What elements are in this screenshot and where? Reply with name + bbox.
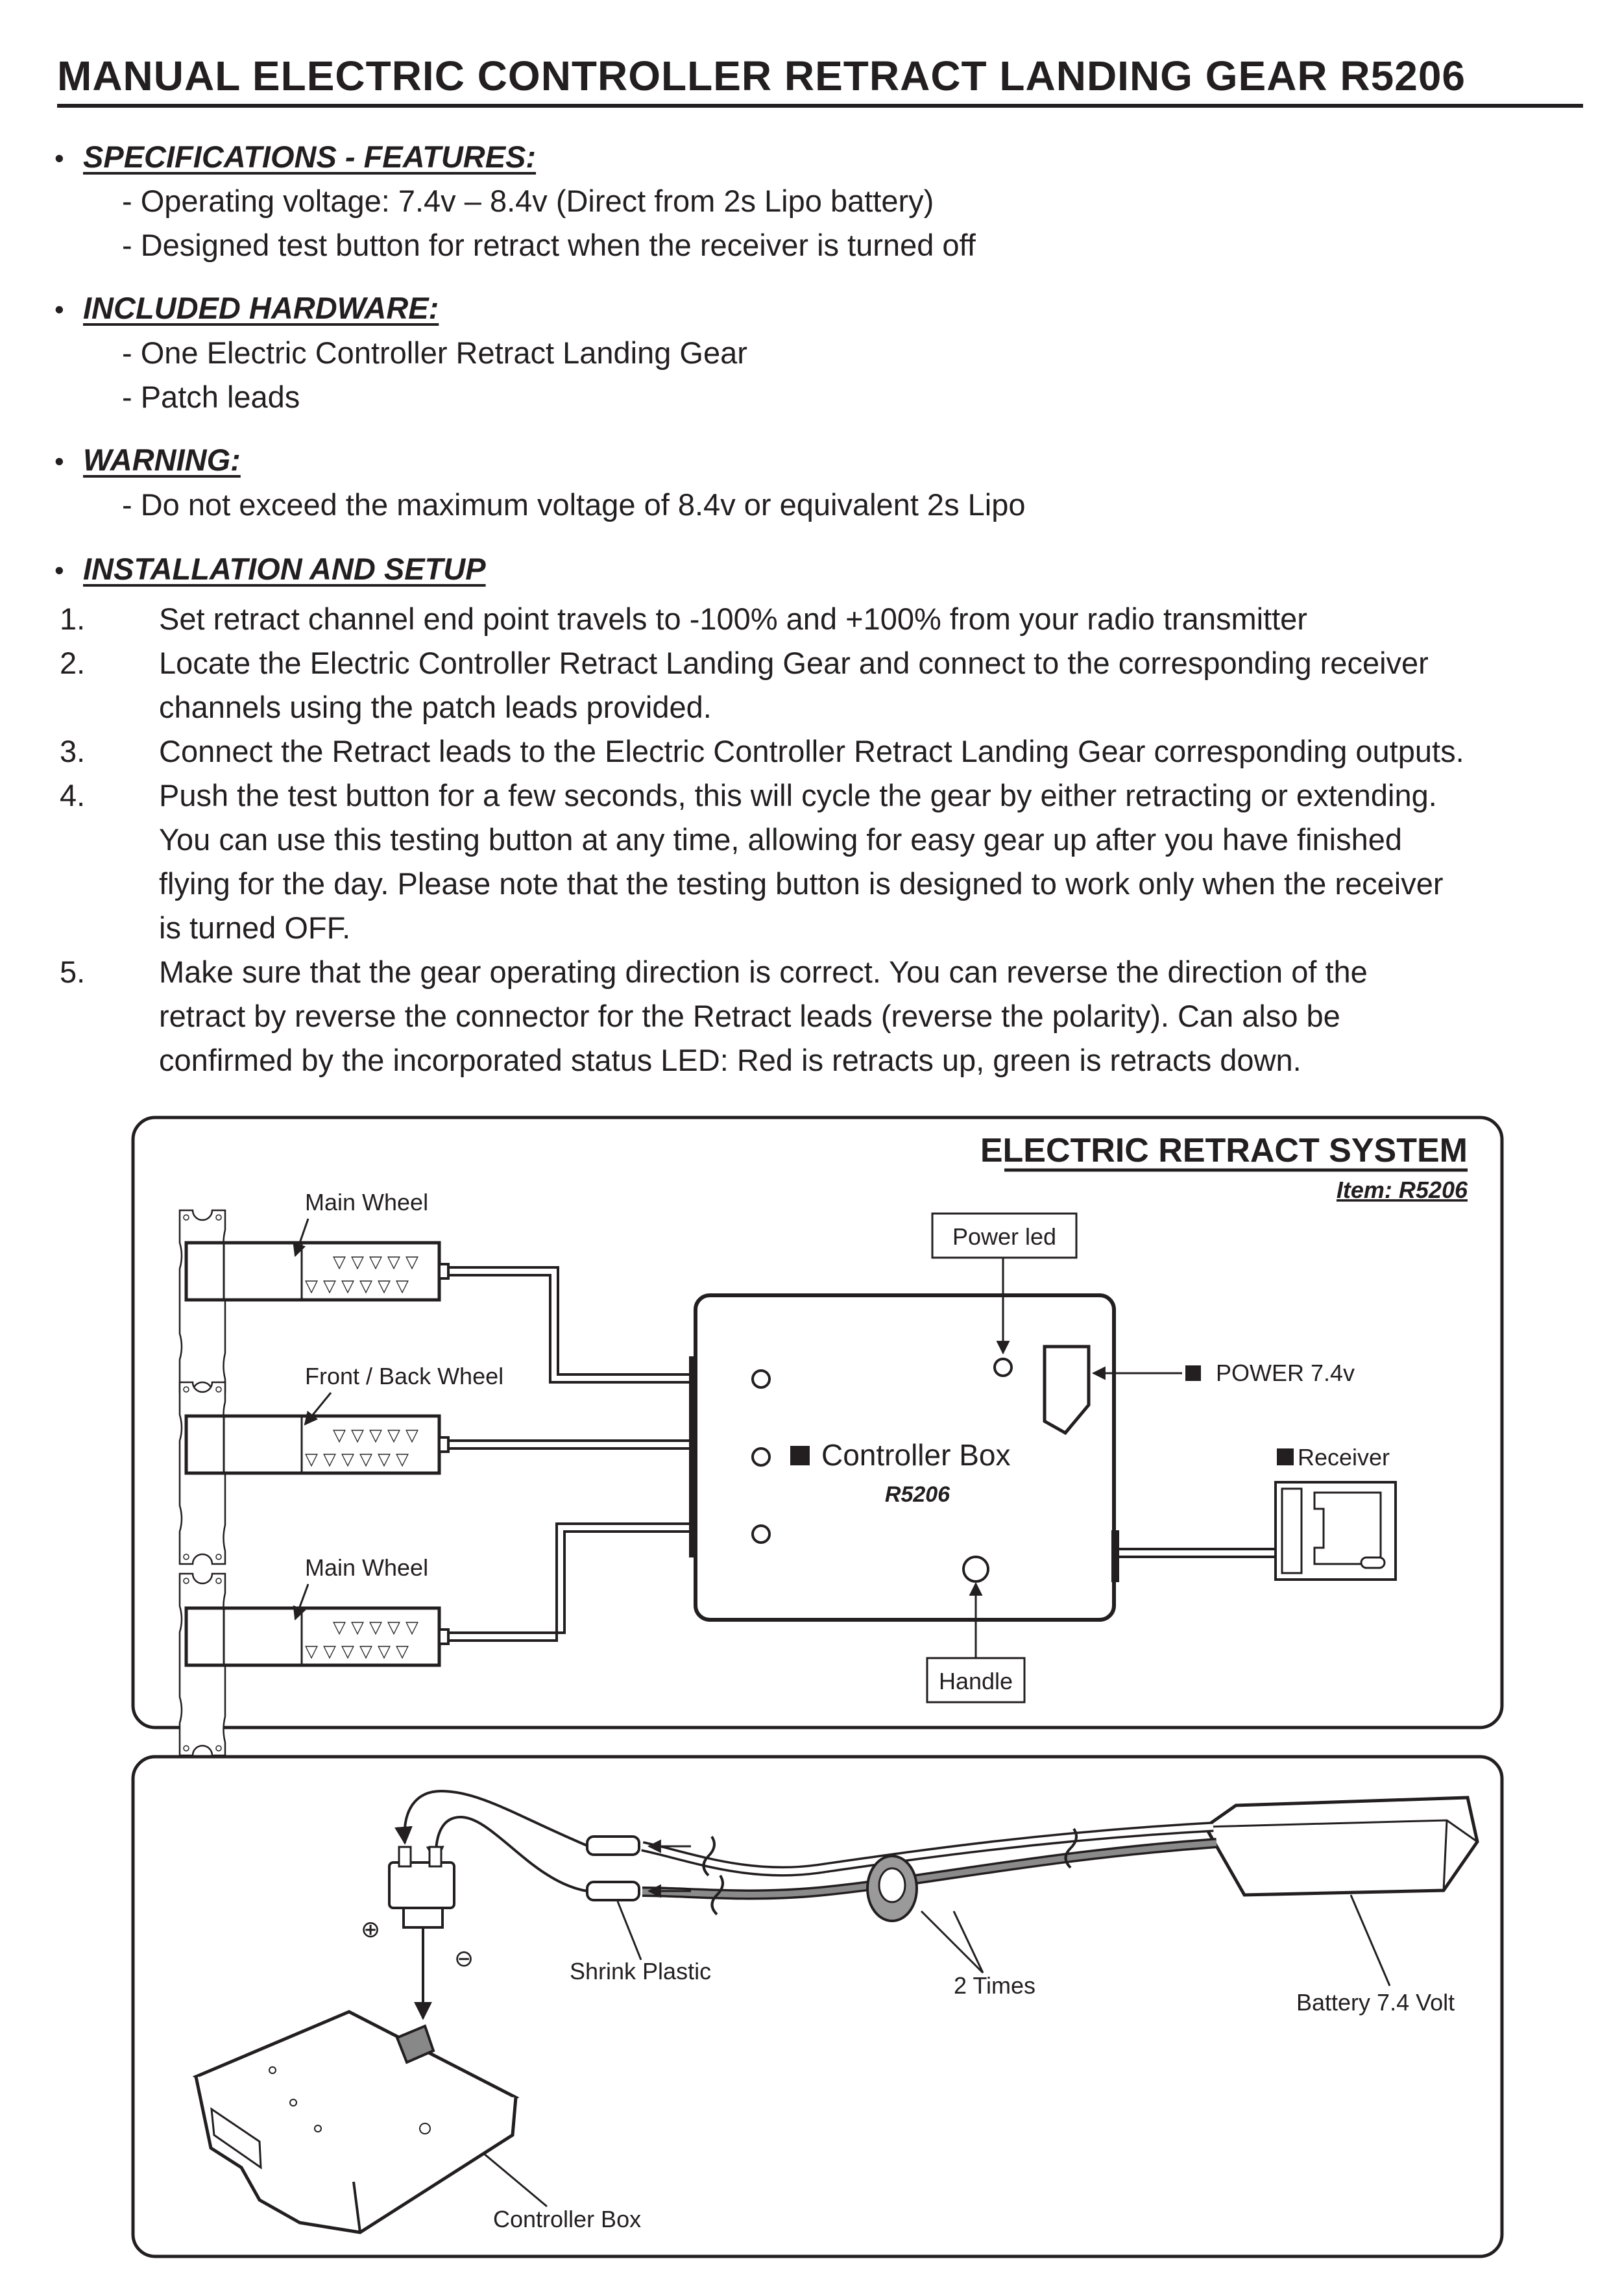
svg-text:▽▽▽▽▽: ▽▽▽▽▽ bbox=[333, 1425, 424, 1445]
battery-icon bbox=[1203, 1796, 1479, 1897]
power-marker-icon bbox=[1185, 1365, 1201, 1381]
shrink-tube-icon bbox=[586, 1881, 640, 1901]
svg-text:▽▽▽▽▽: ▽▽▽▽▽ bbox=[333, 1617, 424, 1637]
power-led-icon bbox=[993, 1358, 1013, 1377]
port-2-icon bbox=[751, 1447, 771, 1467]
handle-button-icon[interactable] bbox=[962, 1556, 989, 1583]
bullet-icon: • bbox=[54, 294, 64, 324]
svg-text:▽▽▽▽▽: ▽▽▽▽▽ bbox=[333, 1252, 424, 1271]
diagram2-frame bbox=[131, 1755, 1504, 2258]
power-label: POWER 7.4v bbox=[1216, 1360, 1355, 1386]
diagram1-frame bbox=[131, 1116, 1504, 1729]
step-text: flying for the day. Please note that the… bbox=[159, 866, 1444, 901]
section-hardware: • INCLUDED HARDWARE: bbox=[54, 291, 439, 325]
section-heading: WARNING: bbox=[83, 443, 241, 477]
handle-label: Handle bbox=[939, 1668, 1013, 1694]
step-number: 1. bbox=[60, 602, 86, 636]
svg-text:▽▽▽▽▽▽: ▽▽▽▽▽▽ bbox=[305, 1641, 414, 1661]
step-number: 5. bbox=[60, 955, 86, 989]
plus-symbol: ⊕ bbox=[361, 1916, 380, 1942]
front-back-wheel-unit: ▽▽▽▽▽ ▽▽▽▽▽▽ bbox=[178, 1381, 450, 1565]
svg-text:▽▽▽▽▽▽: ▽▽▽▽▽▽ bbox=[305, 1449, 414, 1469]
step-text: is turned OFF. bbox=[159, 910, 351, 945]
controller-box: Controller Box R5206 bbox=[689, 1293, 1119, 1622]
power-socket-icon bbox=[1043, 1345, 1091, 1435]
connector-icon bbox=[388, 1846, 455, 1929]
step-number: 2. bbox=[60, 646, 86, 680]
section-warning: • WARNING: bbox=[54, 443, 241, 477]
step-text: Make sure that the gear operating direct… bbox=[159, 955, 1368, 989]
page-title: MANUAL ELECTRIC CONTROLLER RETRACT LANDI… bbox=[57, 53, 1583, 108]
step-text: Push the test button for a few seconds, … bbox=[159, 778, 1437, 812]
warning-line: - Do not exceed the maximum voltage of 8… bbox=[122, 487, 1026, 522]
step-number: 4. bbox=[60, 778, 86, 812]
shrink-plastic-label: Shrink Plastic bbox=[570, 1958, 711, 1985]
step-text: channels using the patch leads provided. bbox=[159, 690, 712, 724]
two-times-label: 2 Times bbox=[954, 1972, 1035, 1999]
square-marker-icon bbox=[790, 1446, 810, 1465]
main-wheel-bottom-unit: ▽▽▽▽▽ ▽▽▽▽▽▽ bbox=[178, 1572, 450, 1757]
main-wheel-top-unit: ▽▽▽▽▽ ▽▽▽▽▽▽ bbox=[178, 1209, 450, 1393]
ferrite-ring-icon bbox=[866, 1855, 918, 1922]
step-text: Set retract channel end point travels to… bbox=[159, 602, 1307, 636]
port-1-icon bbox=[751, 1369, 771, 1389]
step-text: Locate the Electric Controller Retract L… bbox=[159, 646, 1429, 680]
main-wheel-bottom-label: Main Wheel bbox=[305, 1554, 428, 1581]
shrink-tube-icon bbox=[586, 1835, 640, 1856]
step-text: Connect the Retract leads to the Electri… bbox=[159, 734, 1464, 768]
bullet-icon: • bbox=[54, 555, 64, 585]
receiver-label: Receiver bbox=[1298, 1444, 1390, 1471]
diagram1-title: ELECTRIC RETRACT SYSTEM bbox=[980, 1132, 1468, 1169]
battery-label: Battery 7.4 Volt bbox=[1296, 1989, 1455, 2016]
step-text: retract by reverse the connector for the… bbox=[159, 999, 1340, 1033]
step-text: You can use this testing button at any t… bbox=[159, 822, 1403, 857]
hardware-line: - One Electric Controller Retract Landin… bbox=[122, 336, 747, 370]
spec-line: - Operating voltage: 7.4v – 8.4v (Direct… bbox=[122, 184, 934, 218]
hardware-line: - Patch leads bbox=[122, 380, 300, 414]
svg-text:▽▽▽▽▽▽: ▽▽▽▽▽▽ bbox=[305, 1276, 414, 1295]
section-heading: SPECIFICATIONS - FEATURES: bbox=[83, 140, 537, 174]
diagram1-item: Item: R5206 bbox=[1337, 1177, 1468, 1203]
bullet-icon: • bbox=[54, 446, 64, 476]
controller-box-label: Controller Box bbox=[821, 1438, 1010, 1472]
spec-line: - Designed test button for retract when … bbox=[122, 228, 976, 262]
receiver-marker-icon bbox=[1277, 1448, 1294, 1465]
section-heading: INSTALLATION AND SETUP bbox=[83, 552, 486, 586]
receiver-icon bbox=[1274, 1481, 1397, 1581]
minus-symbol: ⊖ bbox=[454, 1945, 474, 1972]
section-installation: • INSTALLATION AND SETUP bbox=[54, 552, 486, 586]
step-number: 3. bbox=[60, 734, 86, 768]
front-back-wheel-label: Front / Back Wheel bbox=[305, 1363, 503, 1389]
controller-model-label: R5206 bbox=[885, 1482, 950, 1507]
power-led-label: Power led bbox=[952, 1223, 1056, 1250]
step-text: confirmed by the incorporated status LED… bbox=[159, 1043, 1301, 1077]
controller-box-iso-label: Controller Box bbox=[493, 2206, 641, 2232]
port-3-icon bbox=[751, 1524, 771, 1544]
main-wheel-top-label: Main Wheel bbox=[305, 1189, 428, 1215]
section-specifications: • SPECIFICATIONS - FEATURES: bbox=[54, 140, 536, 174]
bullet-icon: • bbox=[54, 143, 64, 173]
section-heading: INCLUDED HARDWARE: bbox=[83, 291, 439, 325]
controller-box-iso-icon bbox=[192, 2010, 520, 2234]
